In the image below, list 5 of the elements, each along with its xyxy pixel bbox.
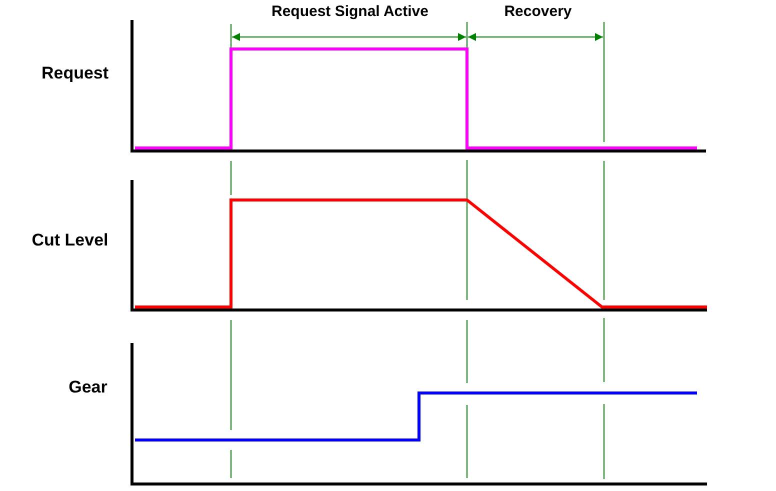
signal-label: Request Signal Active [272, 4, 428, 20]
signal-label: Recovery [504, 4, 572, 20]
axis-label: Cut Level [32, 232, 108, 250]
axis-label: Gear [68, 378, 108, 398]
axis-label: Request [41, 64, 109, 84]
